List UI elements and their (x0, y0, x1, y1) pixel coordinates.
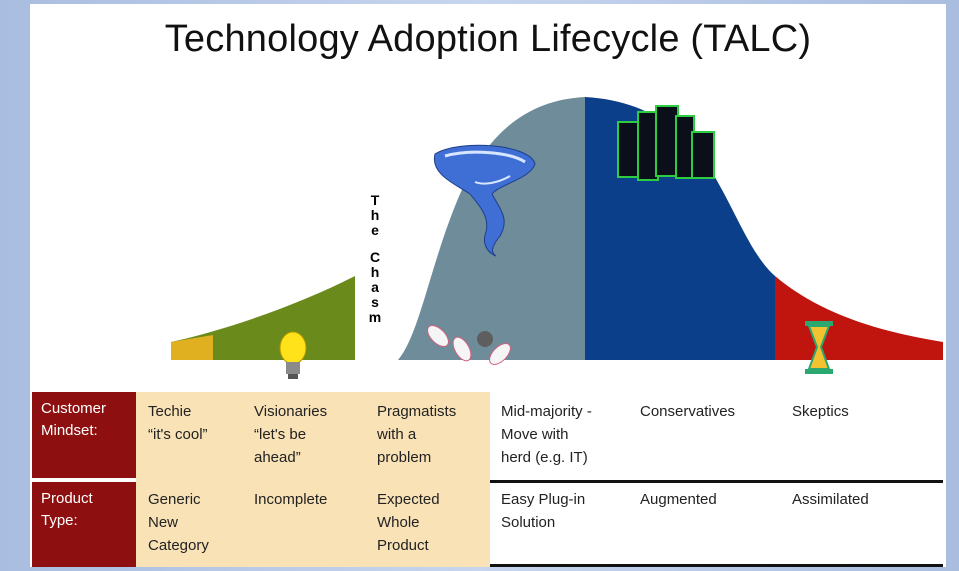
segment-laggards (775, 276, 943, 360)
chasm-letter: C (369, 249, 381, 265)
row-header-product-type: Product Type: (32, 482, 136, 567)
city-buildings-icon (617, 105, 715, 181)
hourglass-icon (805, 321, 833, 374)
chasm-letter: s (371, 294, 379, 310)
cell-skeptics: Skeptics (792, 403, 849, 420)
talc-table: Customer Mindset: Product Type: Techie “… (30, 392, 946, 567)
cell-mid-majority: Mid-majority - Move with herd (e.g. IT) (501, 403, 592, 466)
chasm-letter: m (368, 309, 382, 325)
cell-conservatives: Conservatives (640, 403, 736, 420)
cell-expected-whole-product: Expected Whole Product (377, 491, 440, 554)
slide-title: Technology Adoption Lifecycle (TALC) (164, 18, 812, 60)
tornado-icon (433, 144, 536, 257)
row-divider-bottom (490, 564, 943, 567)
segment-early-adopters (171, 276, 355, 360)
cell-augmented: Augmented (640, 491, 717, 508)
row-header-customer-mindset: Customer Mindset: (32, 392, 136, 478)
cell-incomplete: Incomplete (254, 491, 328, 508)
slide: Technology Adoption Lifecycle (TALC) (30, 4, 946, 567)
cell-techie: Techie “it's cool” (148, 403, 208, 443)
cell-generic-new-category: Generic New Category (148, 491, 209, 554)
chasm-letter: e (371, 222, 379, 238)
chasm-letter: a (371, 279, 379, 295)
early-market-band (136, 392, 490, 567)
chasm-letter: T (370, 192, 380, 208)
adoption-curve (171, 97, 943, 379)
cell-easy-plug-in: Easy Plug-in Solution (501, 491, 586, 531)
cell-pragmatists: Pragmatists with a problem (377, 403, 457, 466)
chasm-letter: h (370, 264, 380, 280)
cell-visionaries: Visionaries “let's be ahead” (254, 403, 328, 466)
row-divider (490, 480, 943, 483)
chasm-letter: h (370, 207, 380, 223)
cell-assimilated: Assimilated (792, 491, 869, 508)
bowling-pins-icon (427, 325, 511, 365)
lightbulb-icon (279, 331, 307, 379)
